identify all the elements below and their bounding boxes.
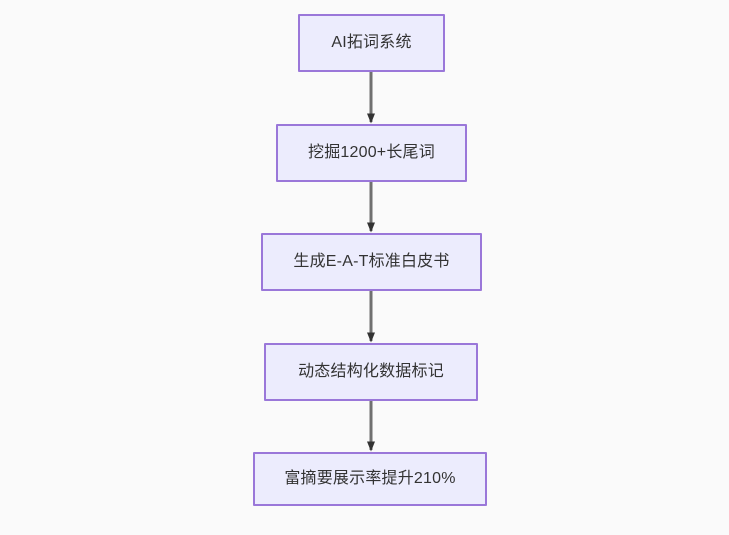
flow-node-label: 动态结构化数据标记 xyxy=(298,363,444,380)
flow-node-label: AI拓词系统 xyxy=(331,34,412,51)
flow-node-rich-snippet-uplift[interactable]: 富摘要展示率提升210% xyxy=(253,452,487,506)
flow-node-dynamic-structured-data-markup[interactable]: 动态结构化数据标记 xyxy=(264,343,478,401)
flow-node-label: 富摘要展示率提升210% xyxy=(284,470,456,487)
flow-node-mine-longtail-keywords[interactable]: 挖掘1200+长尾词 xyxy=(276,124,467,182)
flow-node-label: 挖掘1200+长尾词 xyxy=(308,144,435,161)
flow-node-label: 生成E-A-T标准白皮书 xyxy=(293,253,450,270)
flow-node-generate-eat-whitepaper[interactable]: 生成E-A-T标准白皮书 xyxy=(261,233,482,291)
flow-node-ai-keyword-system[interactable]: AI拓词系统 xyxy=(298,14,445,72)
